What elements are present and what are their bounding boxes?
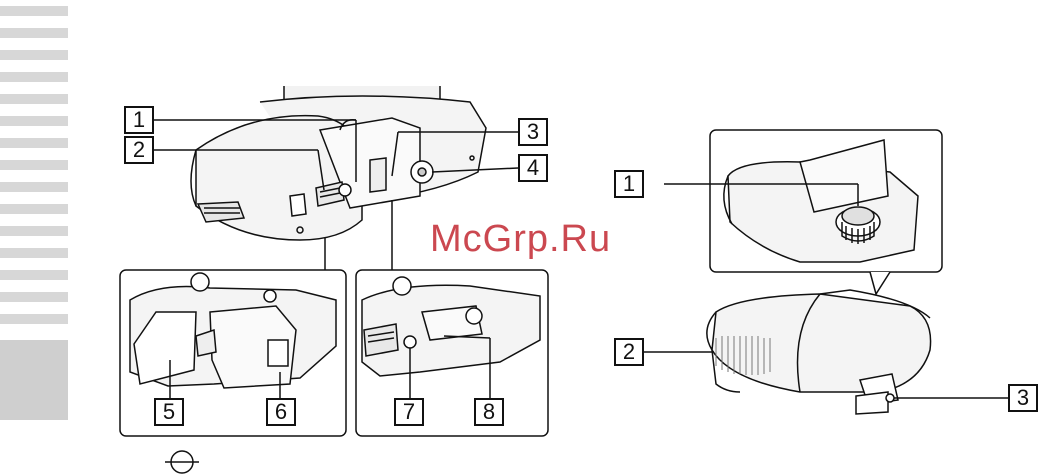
callout-camera-8: 8: [474, 398, 504, 426]
callout-camera-7: 7: [394, 398, 424, 426]
callout-camera-3: 3: [518, 118, 548, 146]
tripod-mark-icon: [165, 451, 199, 473]
watermark-text: McGrp.Ru: [430, 218, 611, 261]
callout-camera-4: 4: [518, 154, 548, 182]
callout-camera-1: 1: [124, 106, 154, 134]
callout-flash-1: 1: [614, 170, 644, 198]
callout-flash-3: 3: [1008, 384, 1038, 412]
callout-camera-2: 2: [124, 136, 154, 164]
callout-flash-2: 2: [614, 338, 644, 366]
camera-bottom-view: [191, 86, 486, 240]
callout-camera-5: 5: [154, 398, 184, 426]
callout-camera-6: 6: [266, 398, 296, 426]
